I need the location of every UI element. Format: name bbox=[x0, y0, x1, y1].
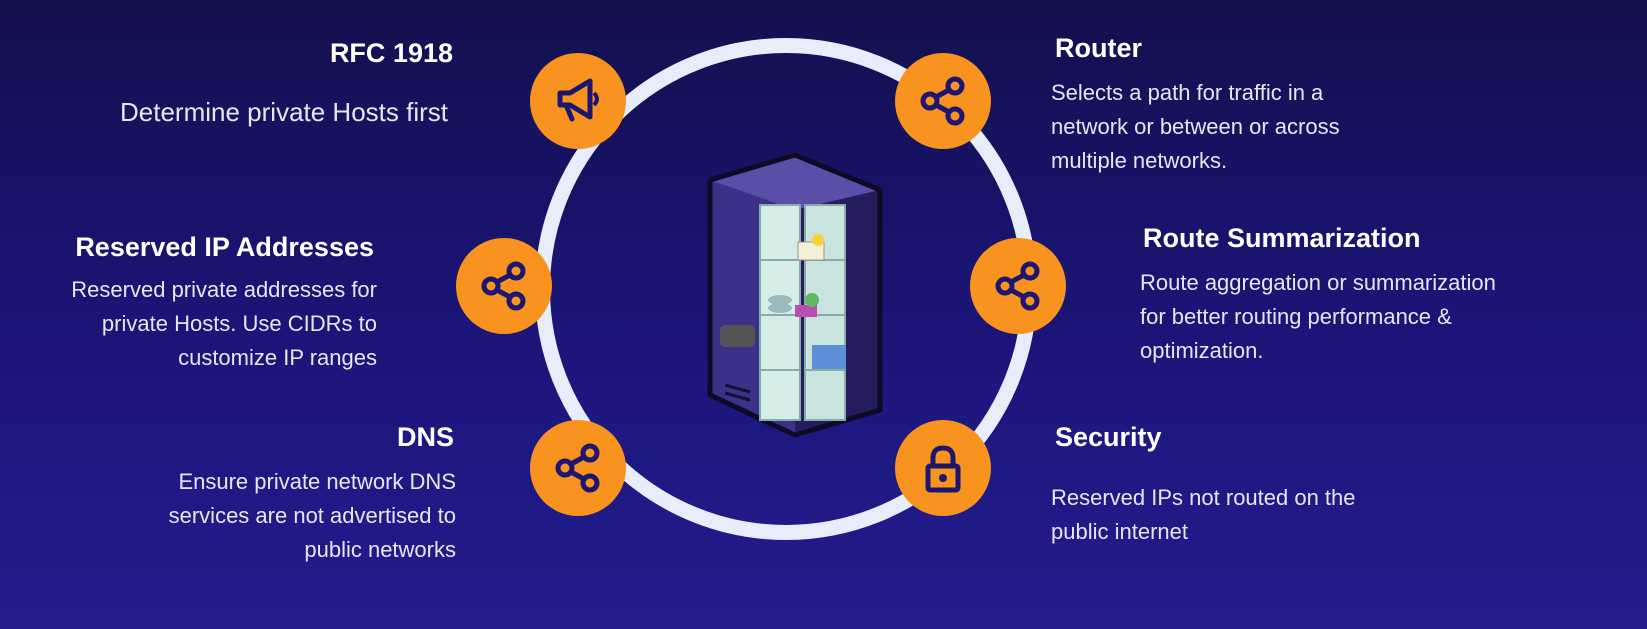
security-title: Security bbox=[1055, 422, 1162, 452]
router-desc: Selects a path for traffic in a network … bbox=[1051, 80, 1340, 173]
reserved-ip-title: Reserved IP Addresses bbox=[75, 232, 374, 262]
rfc1918-title: RFC 1918 bbox=[329, 38, 453, 68]
dns-desc: Ensure private network DNS services are … bbox=[168, 469, 456, 562]
route-summarization-desc: Route aggregation or summarization for b… bbox=[1140, 270, 1496, 363]
share-icon bbox=[970, 238, 1066, 334]
dns-title: DNS bbox=[396, 422, 454, 452]
reserved-ip-desc: Reserved private addresses for private H… bbox=[71, 277, 377, 370]
share-icon bbox=[895, 53, 991, 149]
megaphone-icon bbox=[530, 53, 626, 149]
rfc1918-desc: Determine private Hosts first bbox=[120, 97, 448, 127]
lock-icon bbox=[895, 420, 991, 516]
share-icon bbox=[530, 420, 626, 516]
router-title: Router bbox=[1055, 33, 1142, 63]
security-desc: Reserved IPs not routed on the public in… bbox=[1051, 485, 1356, 544]
share-icon bbox=[456, 238, 552, 334]
route-summarization-title: Route Summarization bbox=[1143, 223, 1421, 253]
server-icon bbox=[707, 152, 883, 438]
